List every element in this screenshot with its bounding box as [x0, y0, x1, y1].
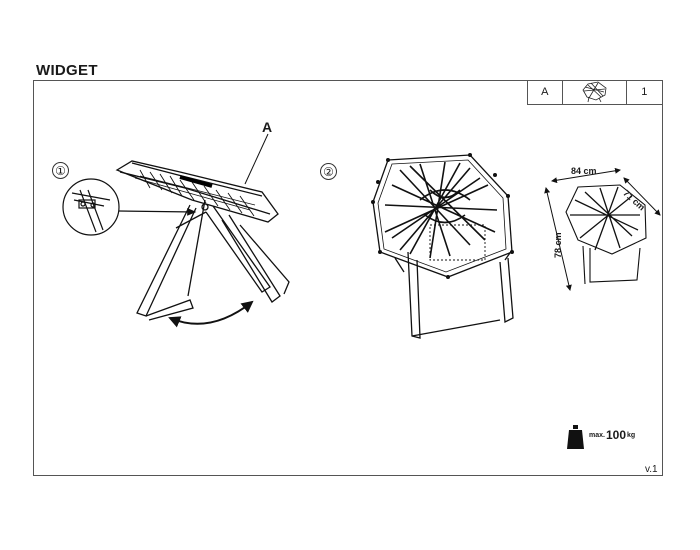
folded-chair-illustration [115, 160, 290, 321]
detail-arrow [118, 207, 197, 216]
part-thumbnail [563, 80, 627, 104]
max-load-value: 100 [605, 428, 626, 442]
max-load-label: max. [589, 432, 605, 439]
chair-part-icon [582, 81, 607, 103]
open-chair-illustration [371, 153, 514, 339]
max-load-unit: kg [627, 432, 636, 439]
version-label: v.1 [645, 464, 658, 475]
step-1-number: ① [52, 162, 69, 179]
part-quantity: 1 [641, 86, 648, 98]
instruction-frame [33, 80, 663, 476]
dimension-lines [544, 167, 661, 291]
max-load-indicator: max. 100 kg [569, 428, 635, 442]
callout-leader [244, 133, 269, 185]
part-callout-label: A [262, 119, 273, 135]
step-2-number: ② [320, 163, 337, 180]
unfold-arrow [168, 300, 254, 328]
part-letter: A [528, 80, 563, 104]
height-dimension-label: 78 cm [553, 232, 563, 258]
width-dimension-label: 84 cm [571, 166, 597, 176]
document-title: WIDGET [36, 62, 98, 79]
hinge-detail-inset [62, 178, 120, 236]
weight-icon [567, 425, 584, 449]
parts-table: A 1 [527, 80, 662, 105]
